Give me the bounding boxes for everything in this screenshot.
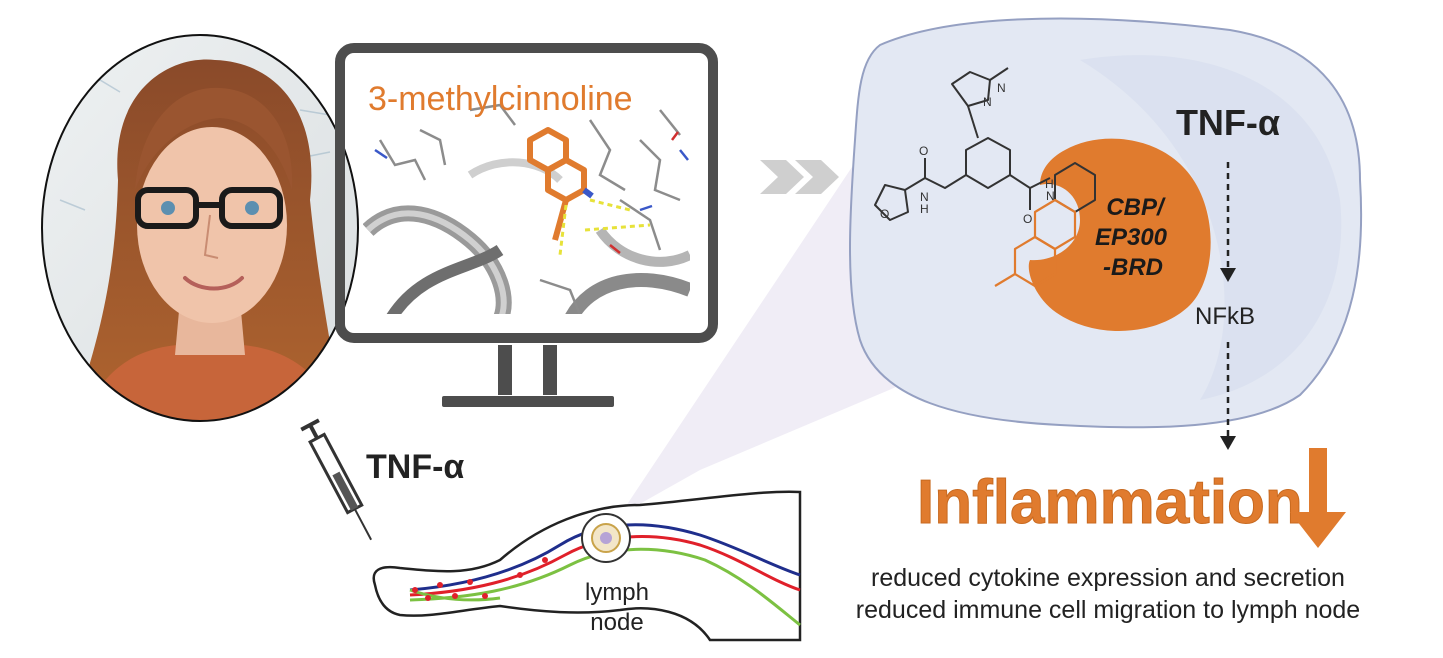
protein-label-line3: -BRD <box>1103 254 1163 281</box>
svg-text:H: H <box>920 202 929 216</box>
svg-text:N: N <box>920 190 929 204</box>
svg-text:N: N <box>997 81 1006 95</box>
immune-cells <box>412 557 548 601</box>
svg-text:O: O <box>919 144 928 158</box>
outcome-line-2: reduced immune cell migration to lymph n… <box>856 596 1360 624</box>
portrait-photo <box>41 34 359 422</box>
ligand-label: 3-methylcinnoline <box>368 80 633 118</box>
inflammation-title: Inflammation <box>917 468 1303 537</box>
protein-label-line2: EP300 <box>1095 224 1168 251</box>
nfkb-label: NFkB <box>1195 303 1255 330</box>
docking-structure: 3-methylcinnoline <box>363 74 690 314</box>
svg-text:O: O <box>1023 212 1032 226</box>
protein-label-line1: CBP/ <box>1106 194 1166 221</box>
injection-tnf-alpha-label: TNF-α <box>366 448 464 486</box>
double-chevron-right-icon <box>760 160 839 194</box>
lymph-node-icon <box>581 513 631 563</box>
pathway-arrow-2 <box>1220 342 1236 450</box>
svg-text:N: N <box>1046 189 1055 203</box>
svg-text:O: O <box>880 207 889 221</box>
down-arrow-icon <box>1290 448 1346 548</box>
outcome-line-1: reduced cytokine expression and secretio… <box>871 564 1345 592</box>
pathway-arrow-1 <box>1220 162 1236 282</box>
cinnoline-fragment <box>994 198 1077 288</box>
cbp-ep300-brd-shape <box>1028 138 1211 332</box>
computer-monitor-icon <box>335 43 718 407</box>
lymph-node-label-line1: lymph <box>585 579 649 606</box>
svg-text:N: N <box>983 95 992 109</box>
syringe-icon <box>300 418 373 541</box>
lymph-node-label-line2: node <box>590 609 643 636</box>
mouse-ear-tissue <box>372 490 802 642</box>
svg-text:H: H <box>1045 177 1054 191</box>
cell-tnf-alpha-label: TNF-α <box>1176 102 1280 143</box>
